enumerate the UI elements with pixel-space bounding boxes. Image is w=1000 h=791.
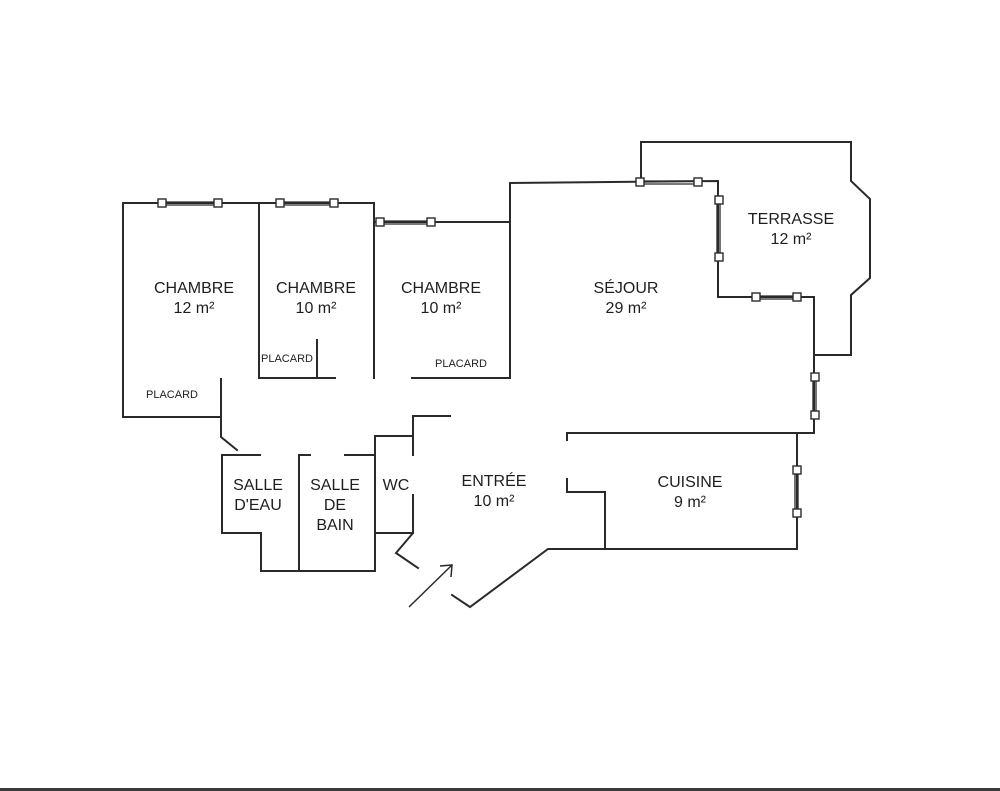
room-name: CHAMBRE: [275, 280, 357, 297]
room-chambre-1: CHAMBRE 12 m²: [154, 279, 234, 319]
room-terrasse: TERRASSE 12 m²: [748, 210, 834, 250]
room-area: 10 m²: [420, 300, 462, 317]
room-area: 10 m²: [295, 300, 337, 317]
window-sejour-top: [635, 177, 703, 187]
room-cuisine: CUISINE 9 m²: [658, 473, 723, 513]
sejour-walls: [508, 179, 815, 441]
bottom-border: [0, 788, 1000, 791]
room-area: 29 m²: [605, 300, 647, 317]
room-name-line3: BAIN: [316, 517, 354, 534]
placard-label-3: PLACARD: [435, 358, 487, 370]
window-sejour-terrasse: [714, 195, 724, 262]
room-area: 12 m²: [770, 231, 812, 248]
bath-walls: [221, 415, 451, 572]
window-chambre-2: [275, 198, 339, 208]
room-wc: WC: [383, 476, 410, 496]
room-entree: ENTRÉE 10 m²: [462, 472, 527, 512]
room-name-line2: DE: [323, 497, 347, 514]
windows: [157, 177, 820, 518]
room-name: WC: [382, 477, 410, 494]
room-name-line2: D'EAU: [234, 497, 282, 514]
room-name: CHAMBRE: [400, 280, 482, 297]
chambre-3-walls: [373, 182, 511, 379]
room-salle-eau: SALLE D'EAU: [233, 476, 283, 516]
window-chambre-1: [157, 198, 223, 208]
room-sejour: SÉJOUR 29 m²: [594, 279, 659, 319]
room-name: ENTRÉE: [461, 473, 527, 490]
room-name: CHAMBRE: [153, 280, 235, 297]
window-sejour-east: [810, 372, 820, 420]
room-name: SÉJOUR: [593, 280, 659, 297]
room-area: 10 m²: [473, 493, 515, 510]
room-area: 9 m²: [674, 494, 706, 511]
placard-label-2: PLACARD: [261, 353, 313, 365]
room-name: SALLE: [233, 477, 283, 494]
window-sejour-terrasse-2: [751, 292, 802, 302]
cuisine-walls: [450, 432, 798, 609]
chambre-2-walls: [258, 202, 375, 379]
room-name: TERRASSE: [747, 211, 835, 228]
window-chambre-3: [375, 217, 436, 227]
room-chambre-2: CHAMBRE 10 m²: [276, 279, 356, 319]
window-cuisine: [792, 465, 802, 518]
chambre-1-walls: [122, 202, 260, 452]
room-salle-bain: SALLE DE BAIN: [310, 476, 360, 536]
entry-arrow-icon: [408, 564, 453, 608]
room-name: CUISINE: [657, 474, 723, 491]
room-chambre-3: CHAMBRE 10 m²: [401, 279, 481, 319]
room-area: 12 m²: [173, 300, 215, 317]
room-name: SALLE: [310, 477, 360, 494]
placard-label-1: PLACARD: [146, 389, 198, 401]
terrasse-walls: [640, 141, 871, 356]
